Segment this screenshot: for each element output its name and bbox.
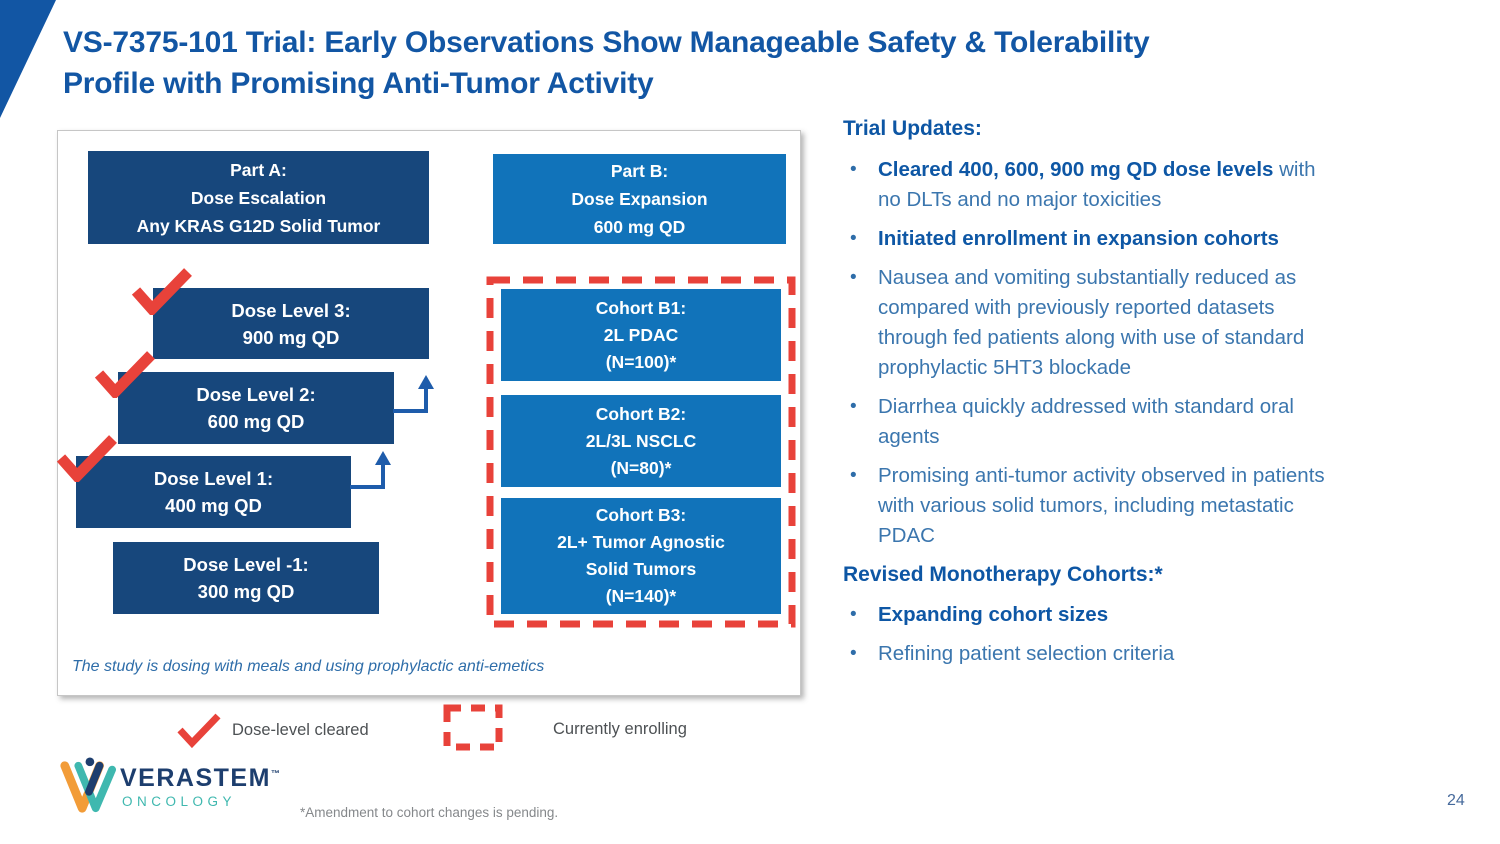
verastem-logo-text: VERASTEM™ ONCOLOGY bbox=[120, 757, 281, 815]
bullet-text: Refining patient selection criteria bbox=[878, 642, 1175, 665]
currently-enrolling-outline bbox=[486, 276, 796, 628]
corner-wedge-decoration bbox=[0, 0, 56, 118]
update-bullet: • Initiated enrollment in expansion coho… bbox=[843, 224, 1473, 254]
update-bullet: • Nausea and vomiting substantially redu… bbox=[843, 263, 1473, 383]
step-up-arrow-icon bbox=[393, 375, 434, 413]
study-dosing-note: The study is dosing with meals and using… bbox=[72, 658, 545, 675]
bullet-text: Nausea and vomiting substantially reduce… bbox=[878, 266, 1305, 379]
part-a-box: Part A: Dose Escalation Any KRAS G12D So… bbox=[88, 151, 429, 244]
bullet-text: Diarrhea quickly addressed with standard… bbox=[878, 395, 1294, 448]
legend-enrolling-label: Currently enrolling bbox=[553, 720, 687, 738]
bullet-icon: • bbox=[850, 159, 857, 180]
trial-design-panel: Part A: Dose Escalation Any KRAS G12D So… bbox=[56, 130, 801, 696]
bullet-text: Cleared 400, 600, 900 mg QD dose levels … bbox=[878, 158, 1316, 211]
dose-level-3-box: Dose Level 3: 900 mg QD bbox=[153, 288, 429, 359]
part-b-box: Part B: Dose Expansion 600 mg QD bbox=[493, 154, 786, 244]
bullet-icon: • bbox=[850, 604, 857, 625]
bullet-icon: • bbox=[850, 643, 857, 664]
cleared-check-icon bbox=[94, 351, 155, 398]
trial-updates-heading: Trial Updates: bbox=[843, 117, 982, 140]
update-bullet: • Cleared 400, 600, 900 mg QD dose level… bbox=[843, 155, 1473, 215]
update-bullet: • Refining patient selection criteria bbox=[843, 639, 1473, 669]
cohort-b1-box: Cohort B1: 2L PDAC (N=100)* bbox=[501, 289, 781, 381]
cohort-b2-box: Cohort B2: 2L/3L NSCLC (N=80)* bbox=[501, 395, 781, 487]
bullet-text: Expanding cohort sizes bbox=[878, 603, 1109, 626]
slide-title: VS-7375-101 Trial: Early Observations Sh… bbox=[63, 26, 1150, 100]
verastem-logo: VERASTEM™ ONCOLOGY bbox=[58, 757, 281, 815]
bullet-icon: • bbox=[850, 267, 857, 288]
bullet-icon: • bbox=[850, 465, 857, 486]
cleared-check-icon bbox=[131, 268, 192, 315]
update-bullet: • Diarrhea quickly addressed with standa… bbox=[843, 392, 1473, 452]
legend-dashed-square-icon bbox=[443, 704, 503, 751]
bullet-icon: • bbox=[850, 228, 857, 249]
update-bullet: • Expanding cohort sizes bbox=[843, 600, 1473, 630]
dose-level-minus1-box: Dose Level -1: 300 mg QD bbox=[113, 542, 379, 614]
dose-level-2-box: Dose Level 2: 600 mg QD bbox=[118, 372, 394, 444]
logo-subtitle: ONCOLOGY bbox=[122, 794, 237, 809]
bullet-text: Initiated enrollment in expansion cohort… bbox=[878, 227, 1279, 250]
step-up-arrow-icon bbox=[350, 451, 391, 489]
bullet-icon: • bbox=[850, 396, 857, 417]
revised-cohorts-heading: Revised Monotherapy Cohorts:* bbox=[843, 563, 1163, 586]
cleared-check-icon bbox=[56, 435, 117, 482]
page-number: 24 bbox=[1447, 792, 1465, 809]
legend-cleared-label: Dose-level cleared bbox=[232, 721, 369, 739]
cohort-b3-box: Cohort B3: 2L+ Tumor Agnostic Solid Tumo… bbox=[501, 498, 781, 614]
legend-check-icon bbox=[177, 713, 221, 748]
update-bullet: • Promising anti-tumor activity observed… bbox=[843, 461, 1473, 551]
trial-updates-section: Trial Updates: • Cleared 400, 600, 900 m… bbox=[843, 117, 1473, 678]
logo-wordmark: VERASTEM™ bbox=[120, 764, 282, 792]
dose-level-1-box: Dose Level 1: 400 mg QD bbox=[76, 456, 351, 528]
amendment-footnote: *Amendment to cohort changes is pending. bbox=[300, 805, 559, 820]
verastem-logo-mark-icon bbox=[60, 757, 116, 813]
bullet-text: Promising anti-tumor activity observed i… bbox=[878, 464, 1325, 547]
trademark-symbol: ™ bbox=[270, 768, 282, 779]
